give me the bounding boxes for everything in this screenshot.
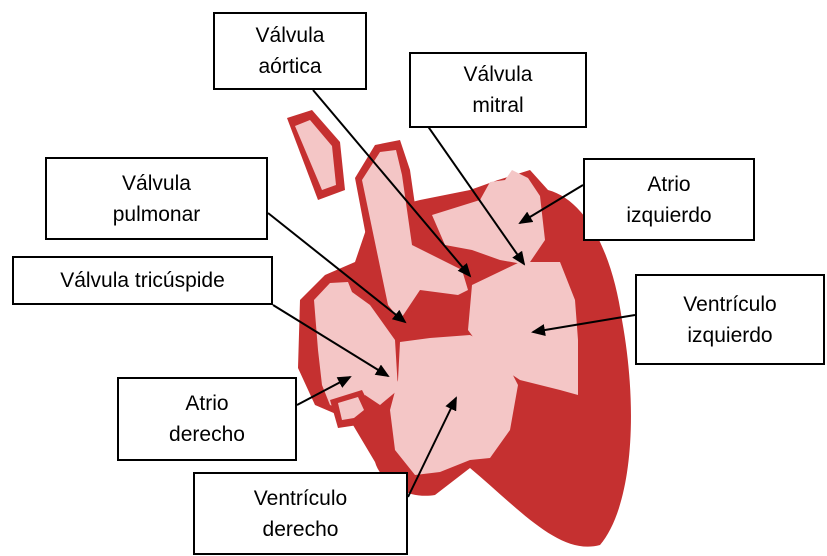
label-right-atrium-line2: derecho bbox=[169, 419, 245, 450]
label-left-atrium-line1: Atrio bbox=[647, 169, 690, 200]
label-right-atrium-line1: Atrio bbox=[185, 388, 228, 419]
label-tricuspid-valve-line1: Válvula tricúspide bbox=[60, 265, 225, 296]
label-right-ventricle: Ventrículo derecho bbox=[193, 472, 408, 555]
label-mitral-valve-line2: mitral bbox=[472, 90, 523, 121]
label-pulmonary-valve-line1: Válvula bbox=[122, 168, 191, 199]
label-left-ventricle-line2: izquierdo bbox=[687, 320, 772, 351]
label-aortic-valve: Válvula aórtica bbox=[213, 12, 367, 90]
label-left-ventricle-line1: Ventrículo bbox=[683, 289, 776, 320]
label-mitral-valve-line1: Válvula bbox=[464, 59, 533, 90]
label-right-ventricle-line2: derecho bbox=[263, 514, 339, 545]
label-left-ventricle: Ventrículo izquierdo bbox=[635, 274, 825, 365]
label-right-atrium: Atrio derecho bbox=[117, 377, 297, 461]
label-left-atrium-line2: izquierdo bbox=[626, 200, 711, 231]
label-aortic-valve-line2: aórtica bbox=[258, 51, 321, 82]
label-mitral-valve: Válvula mitral bbox=[409, 52, 587, 128]
label-pulmonary-valve-line2: pulmonar bbox=[113, 199, 201, 230]
label-pulmonary-valve: Válvula pulmonar bbox=[45, 157, 268, 240]
label-right-ventricle-line1: Ventrículo bbox=[254, 483, 347, 514]
label-left-atrium: Atrio izquierdo bbox=[583, 158, 755, 241]
label-tricuspid-valve: Válvula tricúspide bbox=[12, 256, 273, 305]
label-aortic-valve-line1: Válvula bbox=[256, 20, 325, 51]
